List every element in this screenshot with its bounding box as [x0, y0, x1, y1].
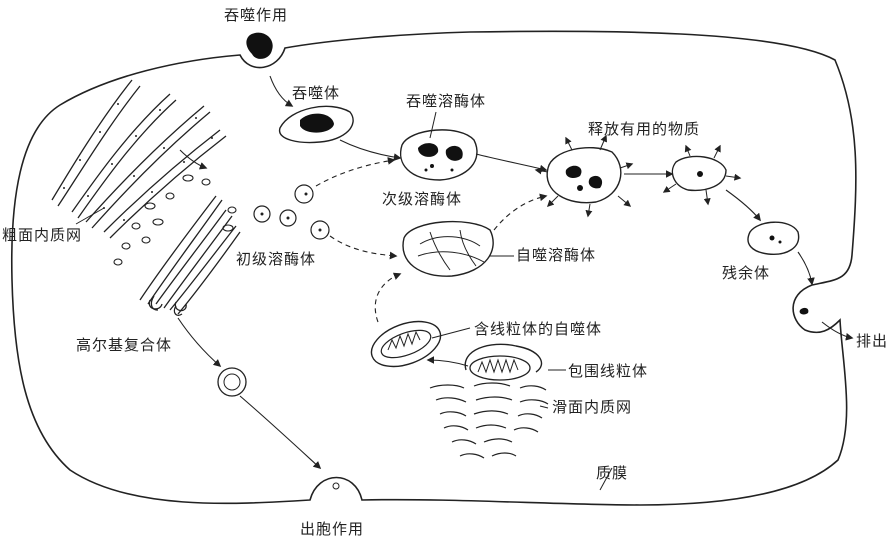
label-secondary-lysosome: 次级溶酶体	[382, 188, 462, 209]
primary-lysosomes	[254, 185, 329, 239]
mitochondrion	[470, 356, 530, 380]
label-rough-er: 粗面内质网	[2, 224, 82, 245]
smooth-er	[430, 383, 548, 458]
digesting-lysosome	[547, 148, 621, 203]
label-release-useful: 释放有用的物质	[588, 118, 700, 139]
label-excretion: 排出	[856, 330, 888, 351]
label-exocytosis: 出胞作用	[300, 518, 364, 539]
label-primary-lysosome: 初级溶酶体	[236, 248, 316, 269]
label-enclosing-mito: 包围线粒体	[568, 360, 648, 381]
secretory-vesicle	[218, 368, 246, 396]
label-phagocytosis: 吞噬作用	[224, 4, 288, 25]
phagocytosed-particle	[246, 33, 272, 59]
secondary-lysosome	[401, 130, 477, 180]
label-smooth-er: 滑面内质网	[552, 396, 632, 417]
label-autolysosome: 自噬溶酶体	[516, 244, 596, 265]
rough-er	[52, 80, 226, 238]
label-phagosome: 吞噬体	[292, 82, 340, 103]
label-phagolysosome: 吞噬溶酶体	[406, 90, 486, 111]
label-golgi: 高尔基复合体	[76, 334, 172, 355]
label-membrane: 质膜	[596, 462, 628, 483]
label-autophagosome-mito: 含线粒体的自噬体	[474, 318, 602, 339]
autophagosome	[365, 313, 446, 375]
golgi-complex	[140, 196, 240, 315]
label-residual-body: 残余体	[722, 262, 770, 283]
